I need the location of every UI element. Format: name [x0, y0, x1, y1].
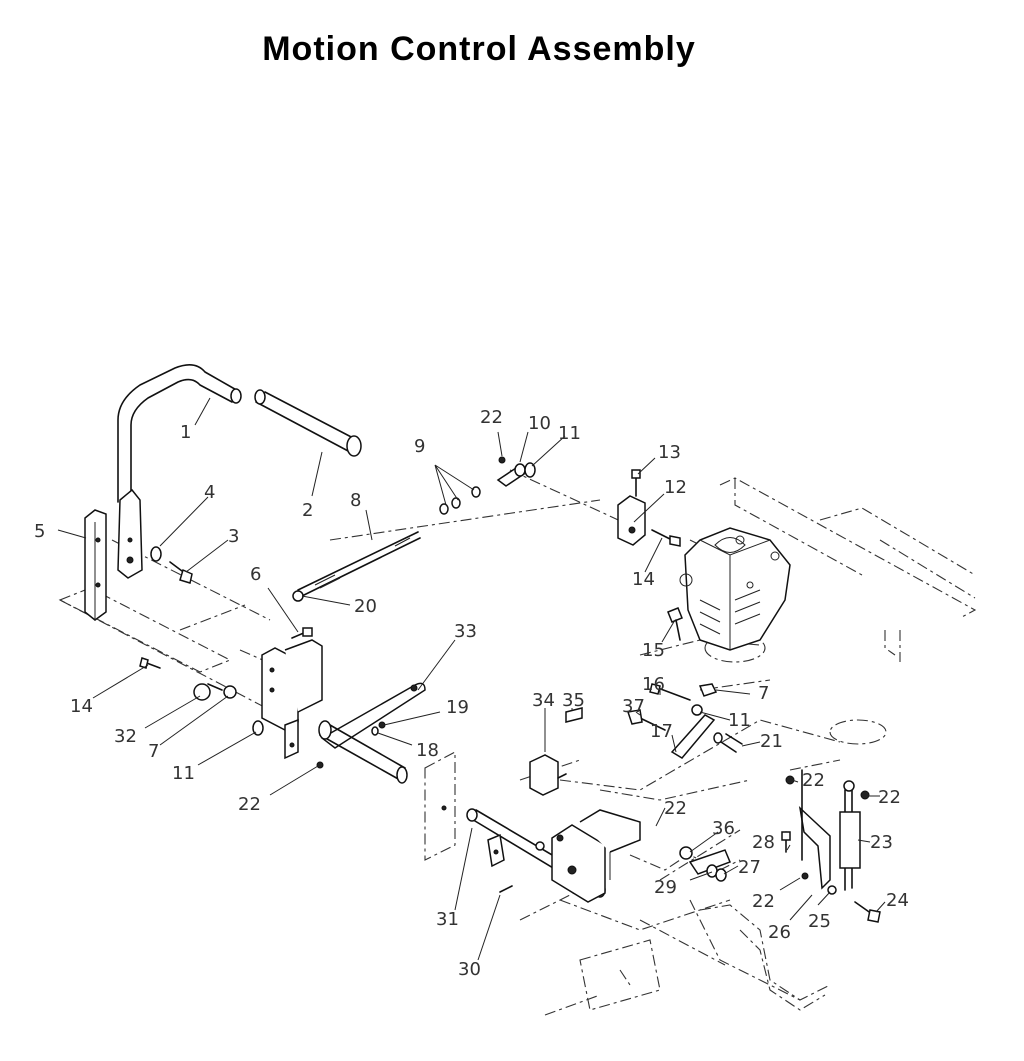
callout-12: 12: [664, 477, 687, 498]
callout-9: 9: [414, 436, 425, 457]
callout-24: 24: [886, 890, 909, 911]
lever-arm: [318, 682, 426, 784]
callout-36: 36: [712, 818, 735, 839]
pump-bolt: [667, 607, 683, 641]
callout-19: 19: [446, 697, 469, 718]
callout-10: 10: [528, 413, 551, 434]
callout-11-left: 11: [172, 763, 195, 784]
callout-17: 17: [650, 721, 673, 742]
callout-14-left: 14: [70, 696, 93, 717]
pump-bracket: [617, 469, 681, 547]
callout-15: 15: [642, 640, 665, 661]
callout-1: 1: [180, 422, 191, 443]
right-small-hardware: [679, 831, 791, 882]
center-bracket: [535, 809, 641, 903]
callout-16: 16: [642, 674, 665, 695]
callout-6: 6: [250, 564, 261, 585]
diagram-title: Motion Control Assembly: [262, 30, 696, 68]
callout-31: 31: [436, 909, 459, 930]
callout-2: 2: [302, 500, 313, 521]
hydrostatic-pump: [679, 527, 791, 651]
callout-22-lower-right: 22: [752, 891, 775, 912]
control-rod: [297, 531, 421, 597]
callout-11-top: 11: [558, 423, 581, 444]
callout-7-right: 7: [758, 683, 769, 704]
dashed-plate: [424, 751, 456, 861]
callout-5: 5: [34, 521, 45, 542]
callout-4: 4: [204, 482, 215, 503]
callout-33: 33: [454, 621, 477, 642]
callout-32: 32: [114, 726, 137, 747]
mount-bar: [84, 509, 107, 621]
callout-34: 34: [532, 690, 555, 711]
callout-22-upper-right: 22: [802, 770, 825, 791]
callout-13: 13: [658, 442, 681, 463]
callout-30: 30: [458, 959, 481, 980]
callout-14-right: 14: [632, 569, 655, 590]
left-hardware: [139, 657, 264, 736]
callout-11-right: 11: [728, 710, 751, 731]
callout-18: 18: [416, 740, 439, 761]
rod-end-hardware: [439, 456, 536, 515]
spring-bracket: [785, 769, 881, 923]
callout-21: 21: [760, 731, 783, 752]
callout-22-top: 22: [480, 407, 503, 428]
handle-grip: [254, 389, 362, 457]
callout-7-left: 7: [148, 741, 159, 762]
interlock-switch: [529, 707, 583, 796]
callout-22-center: 22: [664, 798, 687, 819]
callout-labels: 1 2 3 4 5 6 7 7 8 9 10 11 11 11 12 13 14…: [34, 407, 909, 980]
pump-nut: [698, 683, 718, 697]
bracket-bolt: [291, 590, 313, 639]
callout-3: 3: [228, 526, 239, 547]
callout-37: 37: [622, 696, 645, 717]
callout-35: 35: [562, 690, 585, 711]
callout-22-far-right: 22: [878, 787, 901, 808]
callout-28: 28: [752, 832, 775, 853]
chassis-outline: [58, 469, 977, 1016]
callout-26: 26: [768, 922, 791, 943]
callout-23: 23: [870, 832, 893, 853]
bolt-and-washer: [150, 546, 193, 584]
left-mount-bracket: [261, 639, 323, 760]
callout-22-left: 22: [238, 794, 261, 815]
leader-lines: [57, 397, 886, 961]
callout-25: 25: [808, 911, 831, 932]
handle-plate: [117, 488, 143, 579]
control-handle: [117, 364, 242, 503]
linkage-hardware: [627, 683, 743, 759]
callout-8: 8: [350, 490, 361, 511]
callout-27: 27: [738, 857, 761, 878]
callout-20: 20: [354, 596, 377, 617]
callout-29: 29: [654, 877, 677, 898]
